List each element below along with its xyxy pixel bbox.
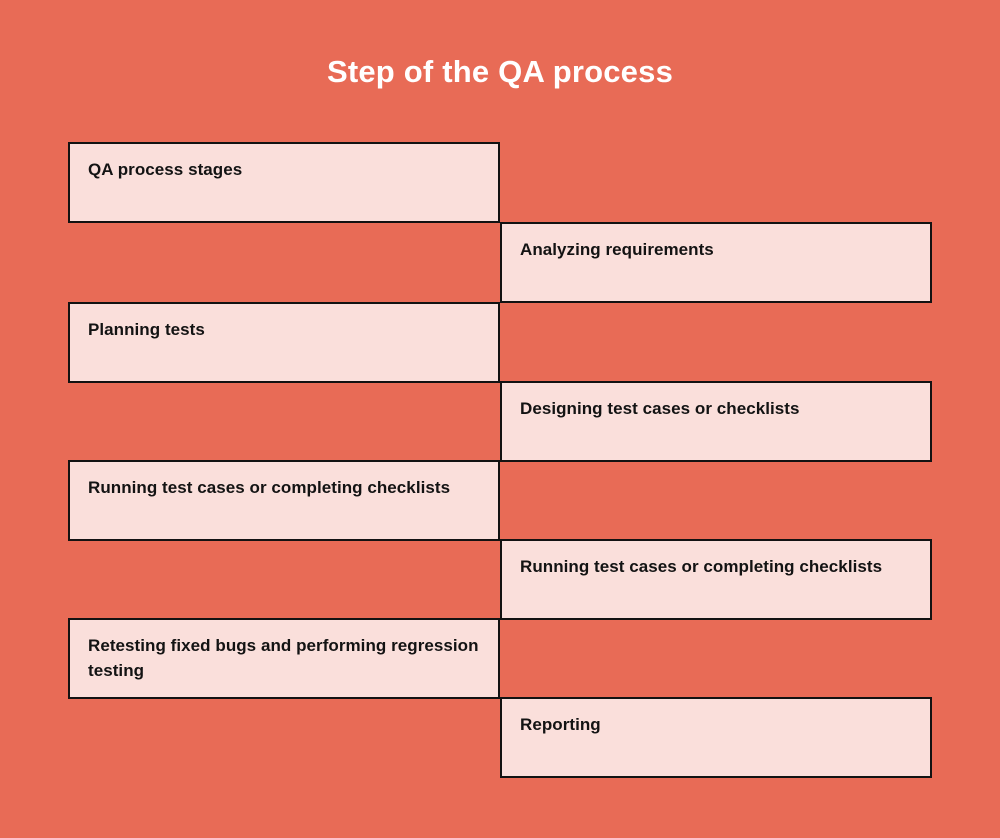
stage-box[interactable]: Running test cases or completing checkli… (68, 460, 500, 541)
stage-box[interactable]: Retesting fixed bugs and performing regr… (68, 618, 500, 699)
stage-label: QA process stages (88, 160, 243, 179)
stage-label: Analyzing requirements (520, 240, 714, 259)
stage-label: Retesting fixed bugs and performing regr… (88, 636, 479, 680)
stage-box[interactable]: Running test cases or completing checkli… (500, 539, 932, 620)
stage-label: Running test cases or completing checkli… (520, 557, 883, 576)
stage-box[interactable]: QA process stages (68, 142, 500, 223)
stage-box[interactable]: Planning tests (68, 302, 500, 383)
stage-box[interactable]: Reporting (500, 697, 932, 778)
stage-label: Reporting (520, 715, 601, 734)
stage-box[interactable]: Designing test cases or checklists (500, 381, 932, 462)
stage-box[interactable]: Analyzing requirements (500, 222, 932, 303)
stage-label: Planning tests (88, 320, 205, 339)
stage-label: Running test cases or completing checkli… (88, 478, 451, 497)
page-title: Step of the QA process (326, 54, 674, 89)
stage-label: Designing test cases or checklists (520, 399, 800, 418)
